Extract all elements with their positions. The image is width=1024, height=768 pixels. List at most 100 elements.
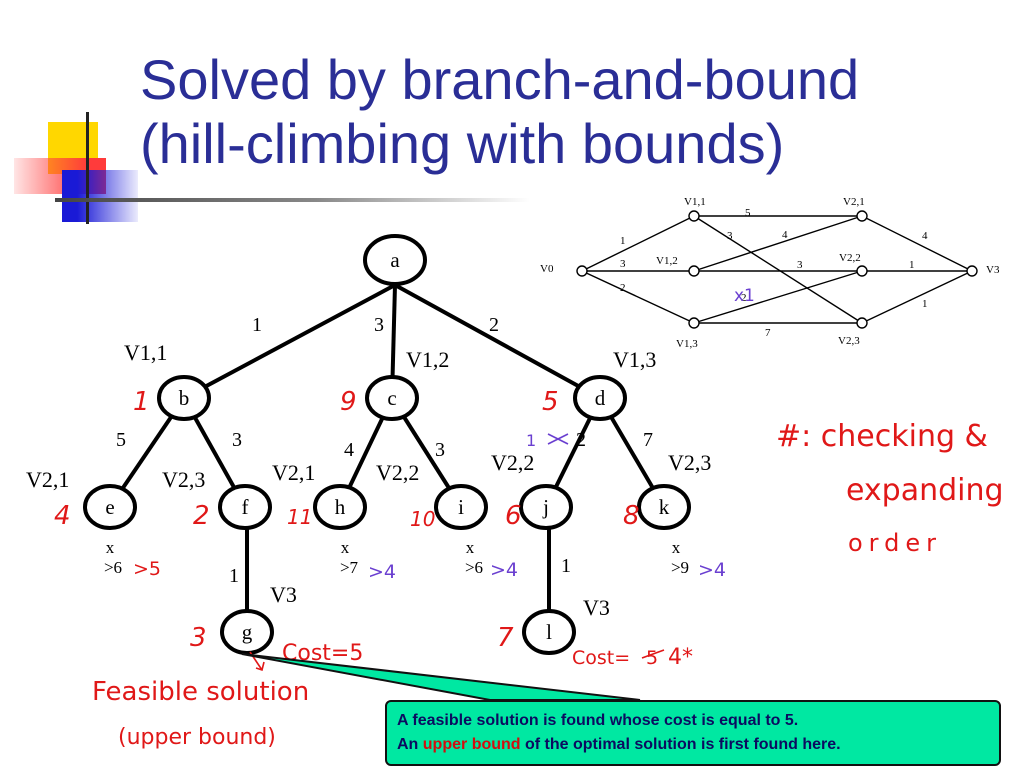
stage-label-f: V2,3	[162, 467, 205, 492]
tree-edge-weights: 1 3 2 5 3 4 3 2 7 1 1	[116, 314, 653, 587]
tree-node-g	[220, 609, 274, 655]
graph-weight-v11-v21: 5	[745, 207, 751, 219]
tree-weight-f-g: 1	[229, 565, 239, 587]
slide-title-line2: (hill-climbing with bounds)	[140, 112, 785, 175]
bound-marks-purple: >4 >4 >4 1	[368, 431, 726, 583]
stage-label-l: V3	[583, 595, 610, 620]
pruned-x-h: x	[341, 538, 350, 557]
tree-node-d-letter: d	[595, 386, 606, 410]
pruned-x-e: x	[106, 538, 115, 557]
order-e: 4	[54, 501, 71, 531]
tree-node-letters: a b c d e f h i j k g l	[105, 248, 669, 644]
tree-weight-d-k: 7	[643, 429, 653, 451]
callout-highlight-bound: bound	[471, 736, 521, 753]
order-f: 2	[193, 501, 210, 531]
title-underline	[55, 198, 530, 202]
bound-mark-k: >4	[698, 559, 726, 581]
graph-weight-v21-v3: 4	[922, 230, 928, 242]
order-legend-note: #: checking & expanding order	[776, 419, 1004, 557]
edge-v13-v22	[693, 270, 863, 324]
weight-note-j-cross	[547, 433, 569, 445]
graph-node-v21	[856, 210, 868, 222]
tree-node-a	[363, 234, 427, 286]
graph-edges	[581, 215, 973, 324]
callout-line1: A feasible solution is found whose cost …	[397, 712, 799, 729]
graph-edge-weights: 1 3 2 5 3 4 3 2 7 4 1 1	[620, 207, 928, 339]
tree-node-l-letter: l	[546, 620, 552, 644]
order-h: 11	[287, 505, 312, 529]
slide-title-line1: Solved by branch-and-bound	[140, 48, 860, 111]
feasible-note-line1: Feasible solution	[92, 677, 309, 707]
tree-node-c	[365, 375, 419, 421]
order-d: 5	[542, 387, 559, 417]
tree-weight-a-d: 2	[489, 314, 499, 336]
callout-highlight-upper: upper	[422, 736, 468, 753]
graph-label-v13: V1,3	[676, 338, 698, 350]
tree-node-j	[519, 484, 573, 530]
graph-weight-v12-v22: 3	[797, 259, 803, 271]
pruned-marks: x >6 x >7 x >6 x >9	[104, 538, 689, 577]
tree-node-c-letter: c	[387, 386, 396, 410]
tree-weight-b-f: 3	[232, 429, 242, 451]
stage-label-g: V3	[270, 582, 297, 607]
tree-node-b	[157, 375, 211, 421]
order-legend-line1: #: checking &	[776, 419, 988, 454]
tree-node-j-letter: j	[542, 495, 549, 519]
graph-weight-v23-v3: 1	[922, 298, 928, 310]
tree-weight-c-h: 4	[344, 439, 354, 461]
graph-weight-v11-v23: 3	[727, 230, 733, 242]
cost-note-l-struck: 5	[646, 647, 658, 669]
order-c: 9	[340, 387, 357, 417]
graph-label-v23: V2,3	[838, 335, 860, 347]
graph-nodes	[576, 210, 978, 329]
weight-note-j: 1	[526, 431, 536, 450]
tree-node-stage-labels: V1,1 V1,2 V1,3 V2,1 V2,3 V2,1 V2,2 V2,2 …	[26, 340, 711, 620]
graph-label-v11: V1,1	[684, 196, 706, 208]
order-i: 10	[410, 507, 435, 531]
graph-weight-v13-v22: 2	[741, 292, 747, 304]
tree-node-h-letter: h	[335, 495, 346, 519]
order-k: 8	[623, 501, 640, 531]
stage-label-i: V2,2	[376, 460, 419, 485]
pruned-bound-i: >6	[465, 558, 483, 577]
graph-label-v21: V2,1	[843, 196, 865, 208]
order-legend-line2: expanding	[846, 473, 1004, 508]
tree-node-f-letter: f	[242, 495, 249, 519]
graph-label-v22: V2,2	[839, 252, 861, 264]
pruned-bound-e: >6	[104, 558, 122, 577]
edge-v12-v21	[693, 215, 863, 272]
tree-weight-a-c: 3	[374, 314, 384, 336]
graph-weight-v12-v21: 4	[782, 229, 788, 241]
cost-note-l-prefix: Cost=	[572, 647, 630, 669]
order-j: 6	[505, 501, 522, 531]
tree-node-k	[637, 484, 691, 530]
stage-label-k: V2,3	[668, 450, 711, 475]
tree-node-i	[434, 484, 488, 530]
edge-v11-v23	[693, 215, 863, 324]
stage-label-c: V1,2	[406, 347, 449, 372]
graph-node-v22	[856, 265, 868, 277]
bound-mark-e: >5	[133, 558, 161, 580]
tree-node-b-letter: b	[179, 386, 190, 410]
graph-node-labels: V0 V1,1 V1,2 V1,3 V2,1 V2,2 V2,3 V3	[540, 196, 1000, 350]
stage-label-e: V2,1	[26, 467, 69, 492]
tree-edge-a-d	[394, 283, 601, 400]
graph-label-v3: V3	[986, 264, 1000, 276]
cost-note-l-value: 4*	[668, 645, 693, 670]
feasible-note: Feasible solution (upper bound)	[92, 677, 309, 750]
tree-node-d	[573, 375, 627, 421]
graph-weight-v0-v12: 3	[620, 258, 626, 270]
tree-node-e-letter: e	[105, 495, 114, 519]
tree-node-k-letter: k	[659, 495, 670, 519]
graph-weight-v0-v13: 2	[620, 282, 626, 294]
graph-node-v11	[688, 210, 700, 222]
stage-label-h: V2,1	[272, 460, 315, 485]
graph-node-v12	[688, 265, 700, 277]
graph-label-v0: V0	[540, 263, 554, 275]
tree-node-circles	[83, 234, 691, 655]
pruned-x-k: x	[672, 538, 681, 557]
bound-mark-h: >4	[368, 561, 396, 583]
edge-v0-v11	[581, 215, 695, 272]
graph-weight-v13-v23: 7	[765, 327, 771, 339]
